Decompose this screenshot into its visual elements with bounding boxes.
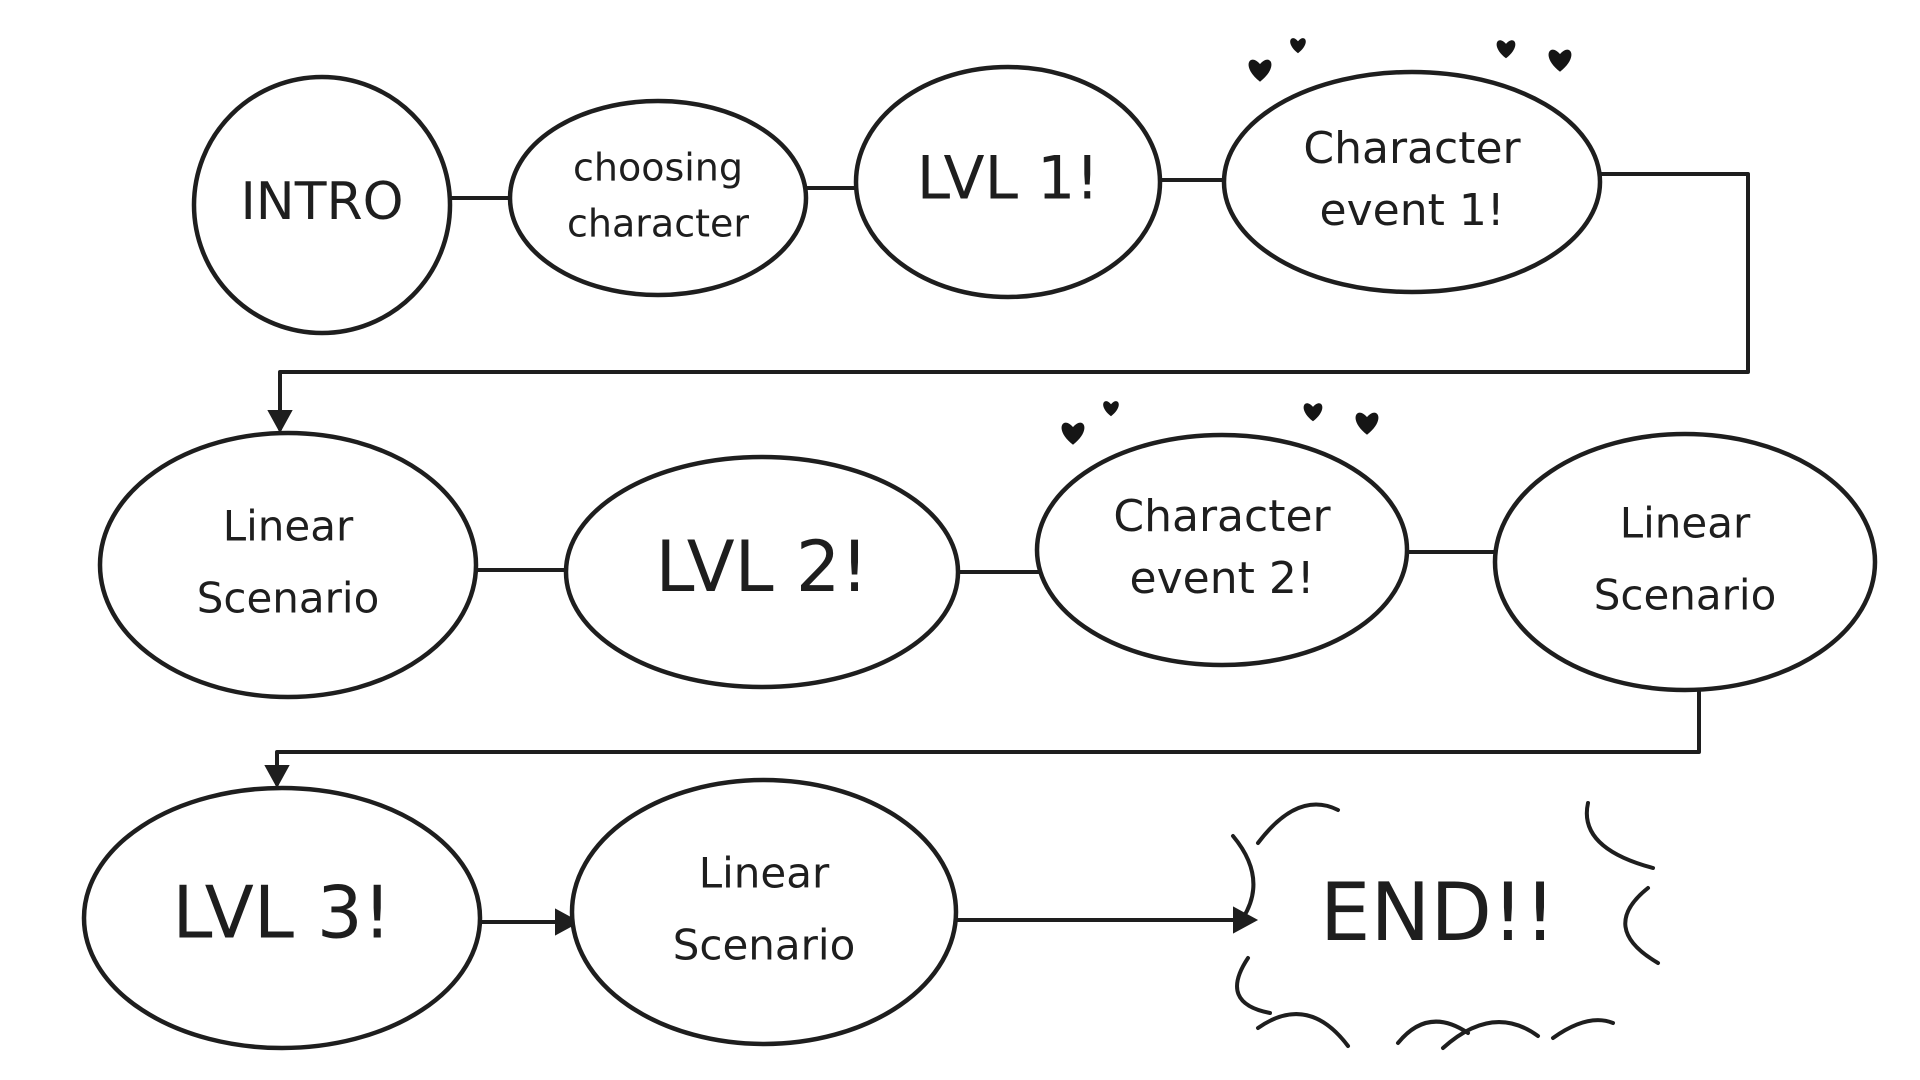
heart-icon	[1496, 40, 1516, 59]
heart-icon	[1061, 422, 1085, 445]
arrowhead-event1-linear1	[267, 410, 293, 434]
heart-icon	[1290, 38, 1306, 54]
heart-icon	[1103, 401, 1119, 417]
node-lvl2: LVL 2!	[563, 454, 961, 690]
node-linear3-label-0: Linear	[699, 849, 830, 898]
node-lvl3: LVL 3!	[81, 785, 483, 1051]
node-choosing-shape	[507, 98, 809, 298]
burst-stroke	[1551, 1018, 1615, 1040]
node-event2: Character event 2!	[1034, 401, 1410, 668]
node-event1-label-1: event 1!	[1320, 185, 1505, 236]
node-linear1-label-0: Linear	[223, 502, 354, 551]
node-choosing: choosing character	[507, 98, 809, 298]
node-linear1-shape	[97, 430, 479, 700]
burst-stroke	[1256, 1012, 1350, 1048]
burst-stroke	[1623, 886, 1660, 965]
node-choosing-label-1: character	[567, 202, 749, 246]
burst-stroke	[1256, 802, 1340, 845]
node-event2-shape	[1034, 432, 1410, 668]
node-lvl1: LVL 1!	[853, 64, 1163, 300]
arrowhead-linear2-lvl3	[264, 765, 290, 789]
node-event2-label-0: Character	[1113, 491, 1331, 542]
node-linear1-label-1: Scenario	[197, 574, 380, 623]
node-intro-shape	[191, 74, 453, 336]
node-event1: Character event 1!	[1221, 38, 1603, 295]
connector-linear2-lvl3	[275, 688, 1701, 786]
node-lvl2-shape	[563, 454, 961, 690]
burst-stroke	[1231, 834, 1256, 920]
edges-layer	[264, 172, 1750, 936]
node-lvl2-label-0: LVL 2!	[655, 526, 868, 608]
node-linear2-label-0: Linear	[1620, 499, 1751, 548]
nodes-layer: INTRO choosing character LVL 1! Character eve…	[81, 38, 1878, 1051]
node-lvl1-label-0: LVL 1!	[917, 144, 1100, 214]
burst-stroke	[1396, 1019, 1470, 1045]
node-end-label-0: END!!	[1320, 866, 1556, 959]
node-lvl1-shape	[853, 64, 1163, 300]
node-linear3-shape	[569, 777, 959, 1047]
node-intro: INTRO	[191, 74, 453, 336]
node-lvl3-label-0: LVL 3!	[172, 871, 391, 955]
node-event1-shape	[1221, 69, 1603, 295]
node-lvl3-shape	[81, 785, 483, 1051]
node-linear2-shape	[1492, 431, 1878, 693]
node-choosing-label-0: choosing	[573, 146, 743, 190]
heart-icon	[1355, 412, 1379, 435]
node-event2-label-1: event 2!	[1130, 553, 1315, 604]
burst-stroke	[1441, 1020, 1540, 1050]
node-linear3-label-1: Scenario	[673, 921, 856, 970]
node-end: END!!	[1231, 801, 1660, 1050]
heart-icon	[1303, 403, 1323, 422]
node-linear2-label-1: Scenario	[1594, 571, 1777, 620]
burst-stroke	[1235, 956, 1272, 1015]
node-event1-label-0: Character	[1303, 123, 1521, 174]
connector-event1-linear1	[278, 172, 1750, 431]
heart-icon	[1548, 49, 1572, 72]
heart-icon	[1248, 59, 1272, 82]
node-intro-label-0: INTRO	[240, 172, 403, 232]
burst-stroke	[1584, 801, 1655, 870]
arrowhead-lvl3-linear3	[555, 908, 581, 936]
